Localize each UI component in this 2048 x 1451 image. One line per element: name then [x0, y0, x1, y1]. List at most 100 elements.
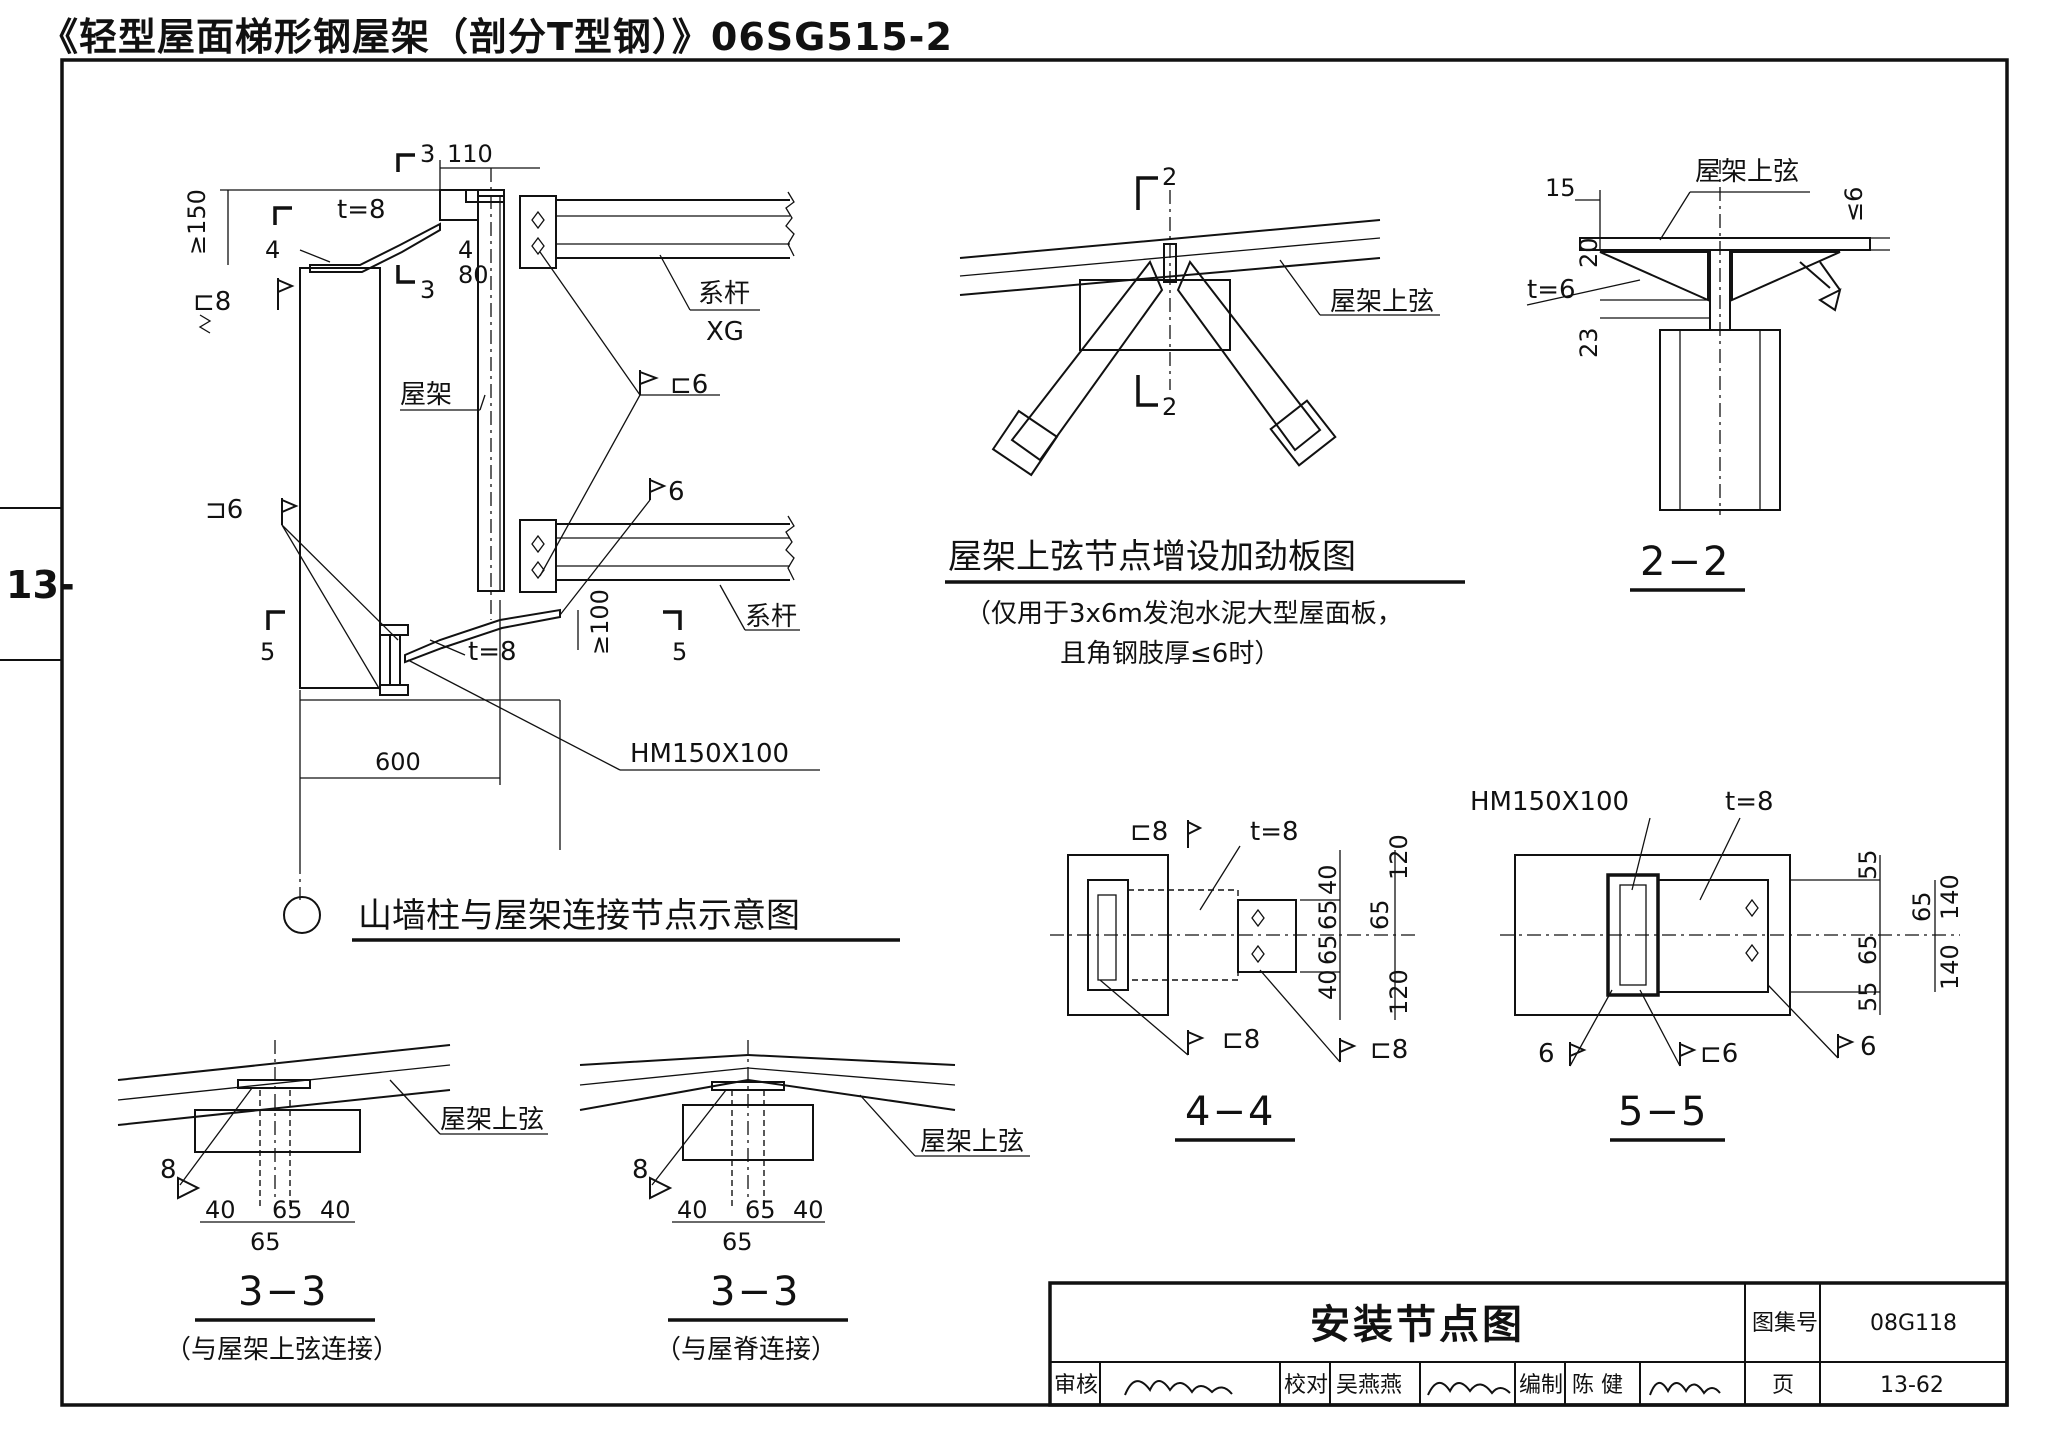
plate-33b	[711, 1081, 785, 1091]
dim-600: 600	[375, 748, 421, 776]
label-tie-bottom: 系杆	[745, 602, 797, 632]
section-mark-5-left-label: 5	[260, 638, 275, 666]
s33b-chord-label: 屋架上弦	[920, 1127, 1024, 1157]
weld-symbol-icon	[1799, 261, 1842, 312]
label-weld-6: 6	[668, 477, 685, 507]
label-truss: 屋架	[400, 380, 452, 410]
weld-flag-icon	[649, 478, 667, 500]
s22-dim-15: 15	[1545, 174, 1576, 202]
s55-weld-c6: ⊏6	[1700, 1039, 1738, 1069]
s33a-title: 3−3	[238, 1269, 328, 1315]
section-mark-2-top-label: 2	[1162, 163, 1177, 191]
section-5-5: HM150X100 t=8 6 ⊏6 6 55 65 140 65 140 55…	[1470, 787, 1964, 1142]
weld-flag-icon	[1339, 1038, 1357, 1062]
web-member-left	[1010, 260, 1164, 462]
s55-weld-6a: 6	[1538, 1039, 1555, 1069]
s33b-dim-65b: 65	[722, 1228, 753, 1256]
section-mark-5-right-label: 5	[672, 638, 687, 666]
s33a-subtitle: （与屋架上弦连接）	[165, 1335, 399, 1365]
weld-flag-icon	[1679, 1042, 1697, 1066]
title-block: 安装节点图 图集号 08G118 页 13-62 审核 校对 吴燕燕 编制 陈 …	[1048, 1281, 2009, 1407]
stiffener-plate-left	[1599, 251, 1709, 302]
chord-33b-left	[579, 1054, 749, 1111]
section-mark-3-bottom	[396, 265, 415, 284]
s33b-weld: 8	[632, 1155, 649, 1185]
atlas-no-label: 图集号	[1752, 1311, 1818, 1336]
bolt-plate-44	[1237, 899, 1297, 973]
s44-dim-65c: 65	[1314, 934, 1342, 965]
section-4-4: ⊏8 t=8 ⊏8 ⊏8 120 40 65 65 65 40 120 4−4	[1050, 817, 1420, 1142]
web-below	[1659, 329, 1781, 511]
weld-flag-icon	[1187, 820, 1203, 848]
section-mark-5-right	[663, 610, 682, 630]
page-no: 13-62	[1880, 1373, 1944, 1398]
main-detail: 110 ≥150 4 4 80 ≥100 600 3 3 5 5 t=8 ⊏8 …	[183, 140, 900, 942]
weld-flag-icon	[281, 498, 299, 525]
label-weld-c8: ⊏8	[193, 287, 231, 317]
gable-column	[299, 267, 381, 689]
s55-t8: t=8	[1725, 787, 1774, 817]
section-mark-3-bottom-label: 3	[420, 276, 435, 304]
s33a-weld: 8	[160, 1155, 177, 1185]
main-detail-caption: 山墙柱与屋架连接节点示意图	[358, 896, 800, 936]
s55-dim-65a: 65	[1908, 891, 1936, 922]
s33b-dim-40a: 40	[677, 1196, 708, 1224]
weld-arrow-icon	[177, 1176, 201, 1200]
s22-dim-20: 20	[1575, 237, 1603, 268]
s55-hm: HM150X100	[1470, 787, 1629, 817]
s44-dim-120a: 120	[1385, 834, 1413, 880]
bolt-icon	[531, 534, 545, 580]
weld-flag-icon	[1187, 1030, 1205, 1055]
s55-dim-140b: 140	[1936, 944, 1964, 990]
bolt-icon	[531, 210, 545, 256]
web-member-right	[1176, 260, 1322, 452]
chord-stiffener	[1079, 279, 1231, 351]
section-mark-2-top	[1136, 176, 1158, 210]
dim-150: ≥150	[183, 189, 211, 255]
compiler-name: 陈 健	[1572, 1373, 1623, 1398]
dim-4b: 4	[458, 236, 473, 264]
side-tab: 13-	[0, 507, 75, 661]
label-tie-top-code: XG	[706, 317, 744, 347]
stiffener-detail: 2 2 屋架上弦 屋架上弦节点增设加劲板图 （仅用于3x6m发泡水泥大型屋面板，…	[945, 163, 1465, 669]
stiffener-note-1: （仅用于3x6m发泡水泥大型屋面板，	[965, 599, 1403, 629]
s33b-subtitle: （与屋脊连接）	[655, 1335, 837, 1365]
page-label: 页	[1772, 1373, 1794, 1398]
s55-dim-140a: 140	[1936, 874, 1964, 920]
s44-dim-65a: 65	[1314, 899, 1342, 930]
s55-dim-65b: 65	[1854, 934, 1882, 965]
section-mark-3-label-top	[273, 206, 292, 225]
s22-t6: t=6	[1527, 275, 1576, 305]
s22-chord-label: 屋架上弦	[1695, 157, 1799, 187]
s33b-title: 3−3	[710, 1269, 800, 1315]
stiffener-chord-label: 屋架上弦	[1330, 287, 1434, 317]
s22-title: 2−2	[1640, 539, 1730, 585]
chord-33b-right	[747, 1054, 956, 1111]
checker-signature	[1427, 1382, 1511, 1396]
s33a-dim-65a: 65	[272, 1196, 303, 1224]
chord-33a	[117, 1044, 451, 1126]
label-t8-bottom: t=8	[468, 637, 517, 667]
s22-dim-23: 23	[1575, 327, 1603, 358]
page-title: 《轻型屋面梯形钢屋架（剖分T型钢）》06SG515-2	[40, 15, 953, 59]
section-mark-3-top-label: 3	[420, 140, 435, 168]
s33b-dim-40b: 40	[793, 1196, 824, 1224]
s44-dim-40b: 40	[1314, 969, 1342, 1000]
chord-flange	[1579, 237, 1871, 251]
weld-flag-icon	[1837, 1034, 1855, 1058]
s55-dim-55b: 55	[1854, 981, 1882, 1012]
section-3-3-chord: 屋架上弦 8 40 65 40 65 3−3 （与屋架上弦连接）	[117, 1040, 548, 1365]
s44-dim-40a: 40	[1314, 864, 1342, 895]
bottom-plate-t8	[404, 608, 561, 664]
label-t8-top: t=8	[337, 195, 386, 225]
sheet-border	[60, 58, 2009, 1407]
s33a-dim-65b: 65	[250, 1228, 281, 1256]
top-chord-stub	[439, 189, 479, 221]
label-weld-j6: ⊐6	[205, 495, 243, 525]
top-plate-t8	[309, 222, 441, 273]
section-mark-2-bottom	[1136, 375, 1158, 407]
review-label: 审核	[1054, 1373, 1098, 1398]
column-33a	[194, 1109, 361, 1153]
s44-weld-c8b: ⊏8	[1222, 1025, 1260, 1055]
